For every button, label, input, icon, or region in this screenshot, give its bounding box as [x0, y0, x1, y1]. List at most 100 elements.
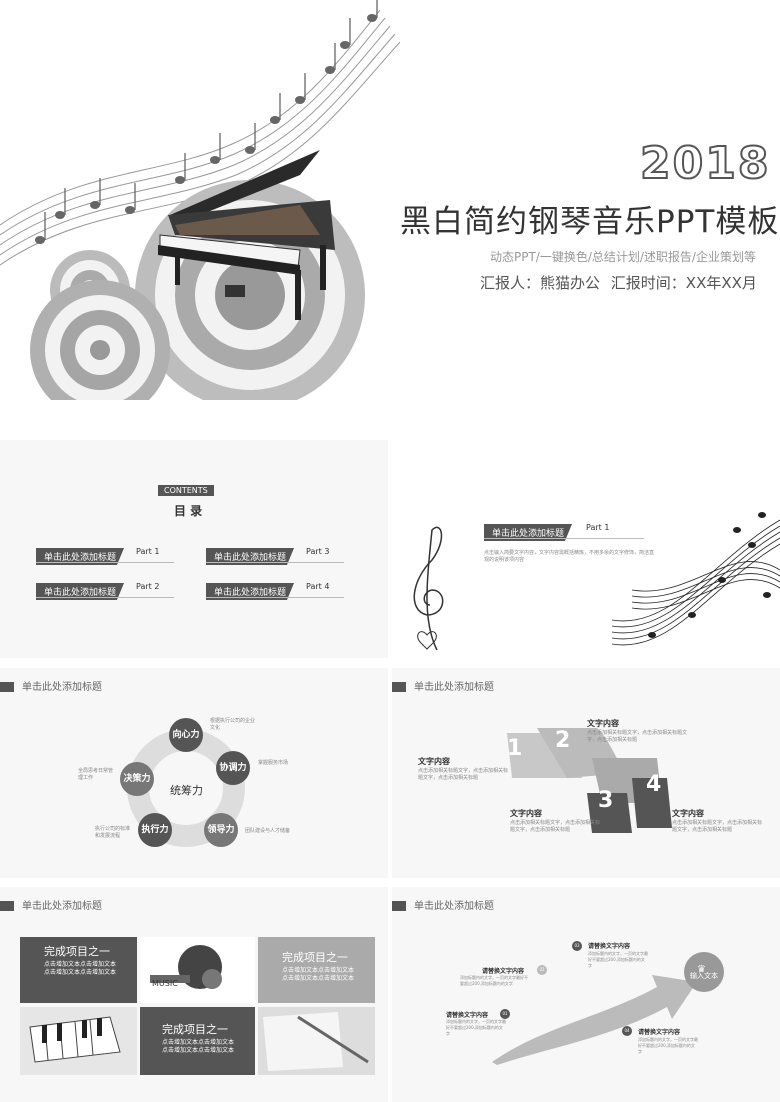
treble-clef-icon [413, 526, 444, 651]
step-text: 点击添加相关标题文字，点击添加相关标题文字，点击添加相关标题 [418, 768, 509, 781]
point-text: 添加标题内的文字，一页的文字最好不要超过200,添加标题内的文字 [446, 1019, 506, 1036]
cycle-node[interactable]: 向心力 [169, 718, 203, 752]
tile-title: 完成项目之一 [282, 951, 348, 964]
part1-label[interactable]: 单击此处添加标题 [484, 524, 573, 541]
slide-header: 单击此处添加标题 [0, 897, 102, 912]
project-tile[interactable]: 完成项目之一 点击增加文本点击增加文本 点击增加文本点击增加文本 [20, 937, 137, 1003]
step-title: 文字内容 [510, 809, 542, 818]
contents-tag: CONTENTS [158, 485, 214, 496]
divider [36, 597, 174, 598]
cover-title: 黑白简约钢琴音乐PPT模板 [400, 204, 780, 240]
cycle-note: 全局思考日常管理工作 [78, 768, 114, 781]
cover-reporter-info: 汇报人：熊猫办公 汇报时间：XX年XX月 [480, 272, 757, 293]
step-title: 文字内容 [418, 757, 450, 766]
divider [206, 562, 344, 563]
toc-item-label[interactable]: 单击此处添加标题 [36, 548, 125, 565]
tile-title: 完成项目之一 [44, 945, 110, 958]
toc-item-part: Part 2 [136, 582, 160, 591]
reporter: 汇报人：熊猫办公 [480, 274, 601, 292]
cover-year: 2018 [639, 137, 771, 190]
step-number: 4 [646, 772, 662, 797]
point-title: 请替换文字内容 [588, 943, 631, 950]
slide-header: 单击此处添加标题 [392, 678, 494, 693]
point-marker: 04 [622, 1026, 632, 1036]
slide-header-text: 单击此处添加标题 [22, 901, 102, 912]
step-text: 点击添加相关标题文字，点击添加相关标题文字，点击添加相关标题 [672, 820, 763, 833]
step-title: 文字内容 [587, 719, 619, 728]
music-word: MUSIC [152, 979, 178, 988]
piano-keys-icon [29, 1016, 121, 1063]
cycle-node[interactable]: 协调力 [216, 751, 250, 785]
cycle-center-label: 统筹力 [170, 784, 203, 797]
cover-slide: 2018 黑白简约钢琴音乐PPT模板 动态PPT/一键换色/总结计划/述职报告/… [0, 0, 780, 422]
cycle-note: 掌握服务市场 [258, 760, 289, 766]
tile-text: 点击增加文本点击增加文本 [162, 1039, 235, 1046]
cycle-note: 根据执行公司的企业文化 [210, 718, 256, 731]
badge-label: 输入文本 [690, 972, 718, 980]
sheet-music-image [258, 1007, 375, 1075]
slide-header-text: 单击此处添加标题 [22, 682, 102, 693]
tile-text: 点击增加文本点击增加文本 [282, 975, 355, 982]
steps-slide: 单击此处添加标题 1 2 3 4 文字内容 点击添加相关标题文字，点击添加相关标… [392, 668, 780, 878]
toc-item-part: Part 1 [136, 547, 160, 556]
piano-keys-image [20, 1007, 137, 1075]
part1-slide: 单击此处添加标题 Part 1 点击输入简要文字内容，文字内容需概括精炼，不用多… [392, 440, 780, 658]
point-marker: 02 [537, 965, 547, 975]
step-text: 点击添加相关标题文字，点击添加相关标题文字，点击添加相关标题 [510, 820, 601, 833]
toc-item-label[interactable]: 单击此处添加标题 [206, 548, 295, 565]
toc-item-part: Part 3 [306, 547, 330, 556]
toc-item-label[interactable]: 单击此处添加标题 [36, 583, 125, 600]
tile-text: 点击增加文本点击增加文本 [44, 961, 117, 968]
tile-text: 点击增加文本点击增加文本 [162, 1047, 235, 1054]
cycle-node[interactable]: 执行力 [138, 813, 172, 847]
part1-part: Part 1 [586, 523, 610, 532]
music-image: MUSIC [140, 937, 255, 1003]
point-title: 请替换文字内容 [446, 1012, 489, 1019]
slide-header-text: 单击此处添加标题 [414, 901, 494, 912]
step-number: 2 [555, 728, 571, 753]
toc-slide: CONTENTS 目 录 单击此处添加标题 Part 1 单击此处添加标题 Pa… [0, 440, 388, 658]
cycle-note: 团队建设与人才储备 [245, 828, 291, 834]
ribbon-steps [507, 728, 672, 833]
step-number: 1 [507, 736, 523, 761]
point-marker: 03 [572, 941, 582, 951]
toc-item-label[interactable]: 单击此处添加标题 [206, 583, 295, 600]
slide-header: 单击此处添加标题 [0, 678, 102, 693]
cover-subtitle: 动态PPT/一键换色/总结计划/述职报告/企业策划等 [490, 250, 756, 264]
project-tile[interactable]: 完成项目之一 点击增加文本点击增加文本 点击增加文本点击增加文本 [258, 937, 375, 1003]
tile-title: 完成项目之一 [162, 1023, 228, 1036]
cycle-node[interactable]: 决策力 [120, 762, 154, 796]
slide-header-text: 单击此处添加标题 [414, 682, 494, 693]
arrow-slide: 单击此处添加标题 ♛ 输入文本 01 请替换文字内容 添加标题内的文字，一页的文… [392, 887, 780, 1102]
toc-title: 目 录 [174, 504, 203, 518]
toc-item-part: Part 4 [306, 582, 330, 591]
point-marker: 01 [500, 1009, 510, 1019]
music-notes-icon [612, 512, 780, 646]
growth-arrow [492, 975, 697, 1065]
point-text: 添加标题内的文字，一页的文字最好不要超过200,添加标题内的文字 [638, 1037, 698, 1054]
tile-text: 点击增加文本点击增加文本 [44, 969, 117, 976]
step-title: 文字内容 [672, 809, 704, 818]
point-text: 添加标题内的文字，一页的文字最好不要超过200,添加标题内的文字 [588, 951, 648, 968]
music-guitar-icon [150, 945, 222, 989]
gallery-slide: 单击此处添加标题 完成项目之一 点击增加文本点击增加文本 点击增加文本点击增加文… [0, 887, 388, 1102]
tile-text: 点击增加文本点击增加文本 [282, 967, 355, 974]
divider [484, 538, 644, 539]
divider [206, 597, 344, 598]
piano-illustration [0, 0, 400, 400]
project-tile[interactable]: 完成项目之一 点击增加文本点击增加文本 点击增加文本点击增加文本 [140, 1007, 255, 1075]
divider [36, 562, 174, 563]
report-time: 汇报时间：XX年XX月 [610, 274, 757, 292]
cycle-slide: 单击此处添加标题 统筹力 向心力 协调力 领导力 执行力 决策力 根据执行公司的… [0, 668, 388, 878]
cycle-note: 执行公司的标准和发展流程 [95, 826, 131, 839]
step-number: 3 [598, 788, 614, 813]
sheet-music-flute-icon [263, 1012, 369, 1071]
cycle-node[interactable]: 领导力 [204, 813, 238, 847]
point-title: 请替换文字内容 [482, 968, 525, 975]
point-text: 添加标题内的文字，一页的文字最好不要超过200,添加标题内的文字 [460, 975, 528, 986]
slide-header: 单击此处添加标题 [392, 897, 494, 912]
part1-body: 点击输入简要文字内容，文字内容需概括精炼，不用多余的文字修饰，简洁直观的说明该项… [484, 550, 655, 563]
input-text-badge[interactable]: ♛ 输入文本 [684, 952, 724, 992]
trophy-icon: ♛ [697, 964, 706, 975]
step-text: 点击添加相关标题文字，点击添加相关标题文字，点击添加相关标题 [587, 730, 688, 743]
